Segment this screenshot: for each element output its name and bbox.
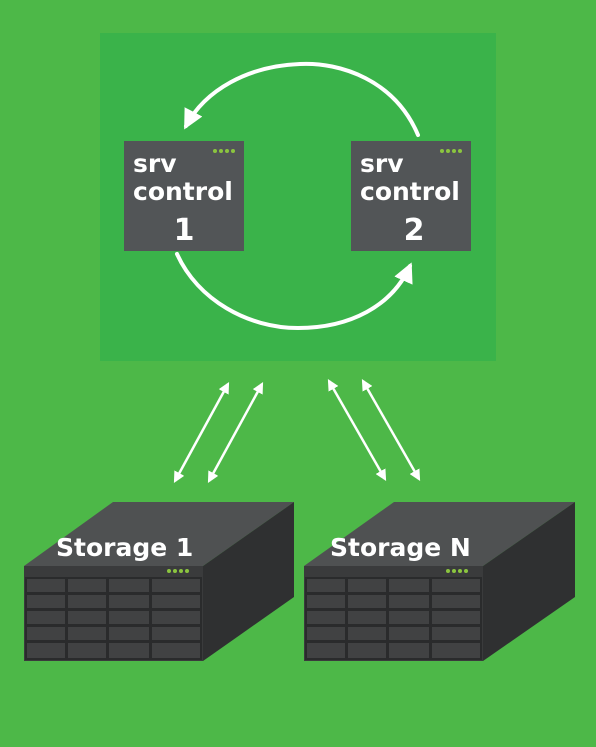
replication-arrows-icon — [175, 61, 420, 331]
server-1-line2: control — [133, 177, 233, 206]
storage-1-led-indicator — [167, 569, 189, 573]
storage-n-drive-bays — [305, 577, 482, 660]
storage-1-label: Storage 1 — [56, 533, 193, 562]
storage-n: Storage N — [304, 502, 575, 661]
storage-n-side — [483, 502, 575, 661]
server-1-face — [124, 141, 244, 251]
storage-n-led-indicator — [446, 569, 468, 573]
server-2-line2: control — [360, 177, 460, 206]
server-1-number: 1 — [174, 213, 195, 248]
replication-arrow-bottom — [175, 252, 413, 331]
storage-1-drive-bays — [25, 577, 202, 660]
storage-links — [173, 379, 421, 483]
storage-1-top — [24, 502, 294, 566]
storage-1-side — [203, 502, 294, 661]
server-2-led-indicator — [440, 149, 462, 153]
storage-n-label: Storage N — [330, 533, 471, 562]
server-1: srv control 1 — [124, 141, 244, 251]
replication-arrow-top — [184, 61, 420, 137]
server-2: srv control 2 — [351, 141, 471, 251]
server-1-line1: srv — [133, 149, 177, 178]
storage-n-top — [304, 502, 575, 566]
storage-1: Storage 1 — [24, 502, 294, 661]
server-2-face — [351, 141, 471, 251]
server-2-line1: srv — [360, 149, 404, 178]
link-storage-n-a — [327, 379, 387, 481]
link-storage-n-b — [361, 379, 421, 481]
server-2-number: 2 — [404, 213, 425, 248]
server-1-led-indicator — [213, 149, 235, 153]
link-storage-1-b — [207, 382, 264, 483]
link-storage-1-a — [173, 382, 230, 483]
